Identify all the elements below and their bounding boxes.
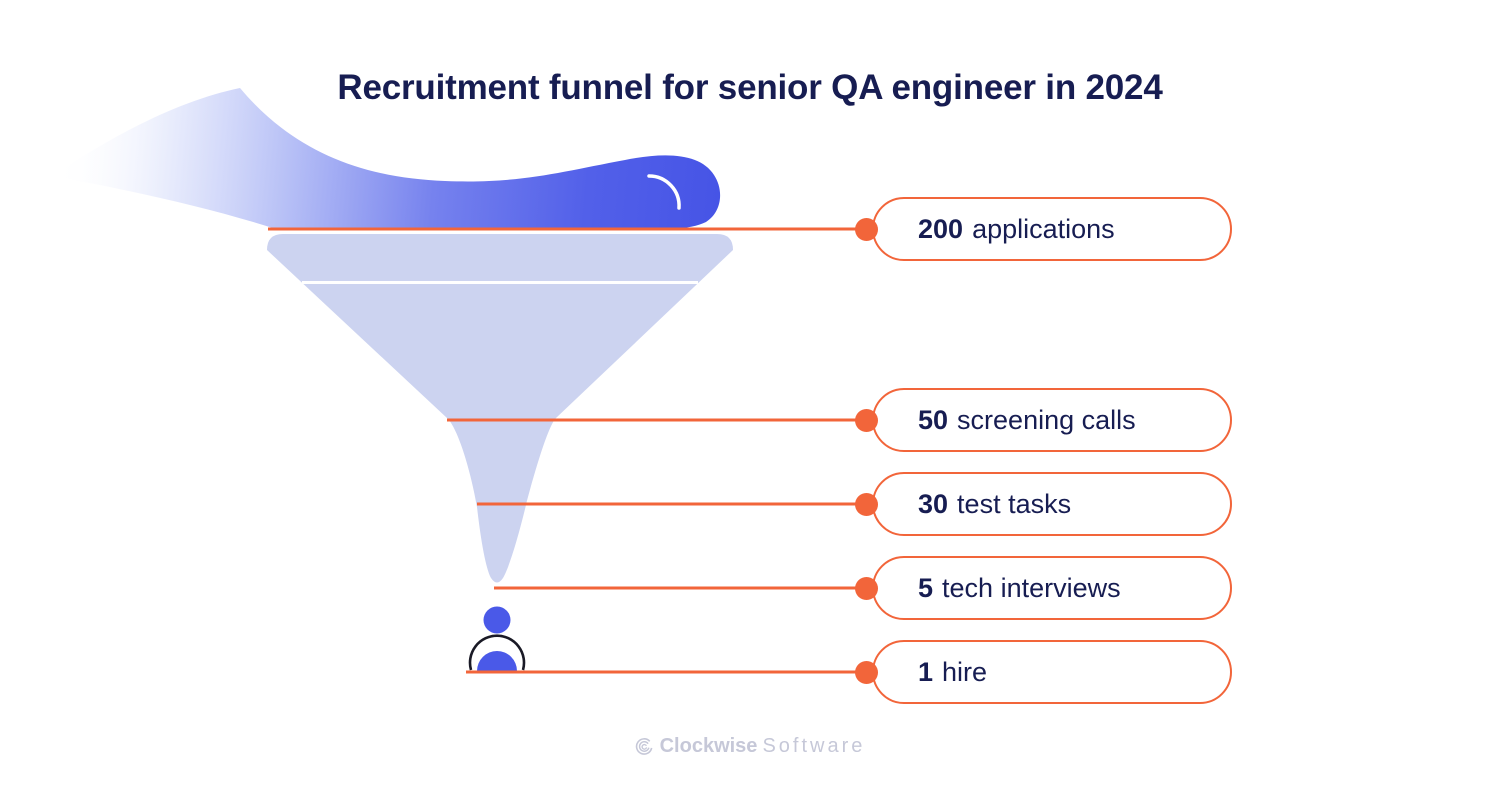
candidate-icon xyxy=(468,606,526,671)
candidate-body xyxy=(477,651,517,671)
stage-label: applications xyxy=(972,213,1115,244)
stage-label: screening calls xyxy=(957,404,1136,435)
stage-count: 30 xyxy=(918,488,949,519)
stage-count: 200 xyxy=(918,213,964,244)
connector-dot xyxy=(855,576,878,600)
connector-dot xyxy=(855,217,878,241)
stage-pill-applications: 200 applications xyxy=(872,197,1232,261)
stage-count: 5 xyxy=(918,572,934,603)
funnel-shape xyxy=(267,234,733,583)
connector-dot xyxy=(855,408,878,432)
brand-footer: Clockwise Software xyxy=(0,735,1500,758)
stage-pill-test-tasks: 30 test tasks xyxy=(872,472,1232,536)
stage-label: test tasks xyxy=(957,488,1072,519)
connector-dot xyxy=(855,660,878,684)
brand-name-light: Software xyxy=(762,735,866,757)
page-title: Recruitment funnel for senior QA enginee… xyxy=(337,68,1163,107)
stage-pill-hire: 1 hire xyxy=(872,640,1232,704)
splash-highlight xyxy=(647,174,681,210)
stage-count: 50 xyxy=(918,404,949,435)
candidate-arc xyxy=(468,634,526,671)
brand-name-bold: Clockwise xyxy=(659,735,758,757)
stage-pill-tech-interviews: 5 tech interviews xyxy=(872,556,1232,620)
clockwise-logo-icon xyxy=(635,738,653,755)
stage-label: tech interviews xyxy=(942,572,1121,603)
connector-dot xyxy=(855,492,878,516)
splash-graphic xyxy=(52,88,721,230)
stage-count: 1 xyxy=(918,656,934,687)
candidate-head xyxy=(483,606,511,634)
stage-label: hire xyxy=(942,656,988,687)
stage-pill-screening-calls: 50 screening calls xyxy=(872,388,1232,452)
